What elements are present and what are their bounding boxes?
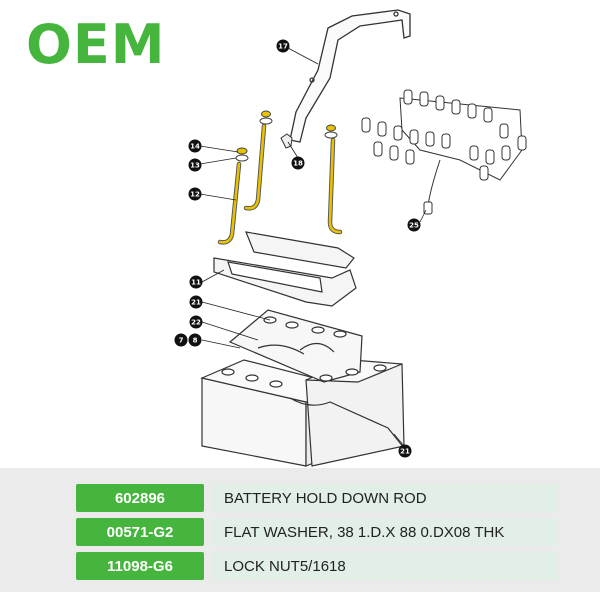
svg-text:14: 14 (190, 143, 200, 151)
callout-14: 14 (188, 139, 202, 153)
part-row: 11098-G6 LOCK NUT5/1618 (76, 552, 558, 580)
callout-18: 18 (291, 156, 305, 170)
svg-text:18: 18 (293, 160, 303, 168)
svg-text:11: 11 (191, 279, 201, 287)
diagram-drawing: 17 14 13 18 12 25 11 21 22 7 8 21 (174, 9, 527, 467)
svg-text:25: 25 (409, 222, 419, 230)
wire-harness (361, 89, 527, 215)
callout-21-lower: 21 (398, 444, 412, 458)
svg-text:12: 12 (190, 191, 200, 199)
callout-7: 7 (174, 333, 188, 347)
part-description: LOCK NUT5/1618 (212, 552, 558, 580)
part-description: BATTERY HOLD DOWN ROD (212, 484, 558, 512)
callout-11: 11 (189, 275, 203, 289)
hold-down-frame (213, 231, 357, 307)
part-description: FLAT WASHER, 38 1.D.X 88 0.DX08 THK (212, 518, 558, 546)
svg-text:7: 7 (179, 337, 184, 345)
part-row: 602896 BATTERY HOLD DOWN ROD (76, 484, 558, 512)
svg-text:21: 21 (191, 299, 201, 307)
leader-lines (199, 47, 427, 447)
callout-12: 12 (188, 187, 202, 201)
callout-25: 25 (407, 218, 421, 232)
svg-text:22: 22 (191, 319, 201, 327)
svg-text:17: 17 (278, 43, 288, 51)
exploded-parts-diagram: 17 14 13 18 12 25 11 21 22 7 8 21 OEM (26, 9, 527, 467)
callout-17: 17 (276, 39, 290, 53)
parts-list: 602896 BATTERY HOLD DOWN ROD 00571-G2 FL… (0, 468, 600, 592)
nuts-and-washers (235, 110, 338, 162)
oem-logo: OEM (26, 13, 166, 76)
part-number: 11098-G6 (76, 552, 204, 580)
svg-text:8: 8 (193, 337, 198, 345)
callout-8: 8 (188, 333, 202, 347)
svg-text:13: 13 (190, 162, 200, 170)
callout-21: 21 (189, 295, 203, 309)
part-row: 00571-G2 FLAT WASHER, 38 1.D.X 88 0.DX08… (76, 518, 558, 546)
svg-text:21: 21 (400, 448, 410, 456)
callout-22: 22 (189, 315, 203, 329)
callout-badges: 17 14 13 18 12 25 11 21 22 7 8 21 (174, 39, 421, 458)
part-number: 602896 (76, 484, 204, 512)
hold-down-rods (217, 123, 343, 245)
callout-13: 13 (188, 158, 202, 172)
battery-pack (200, 309, 405, 467)
hold-down-bracket (289, 9, 411, 143)
part-number: 00571-G2 (76, 518, 204, 546)
